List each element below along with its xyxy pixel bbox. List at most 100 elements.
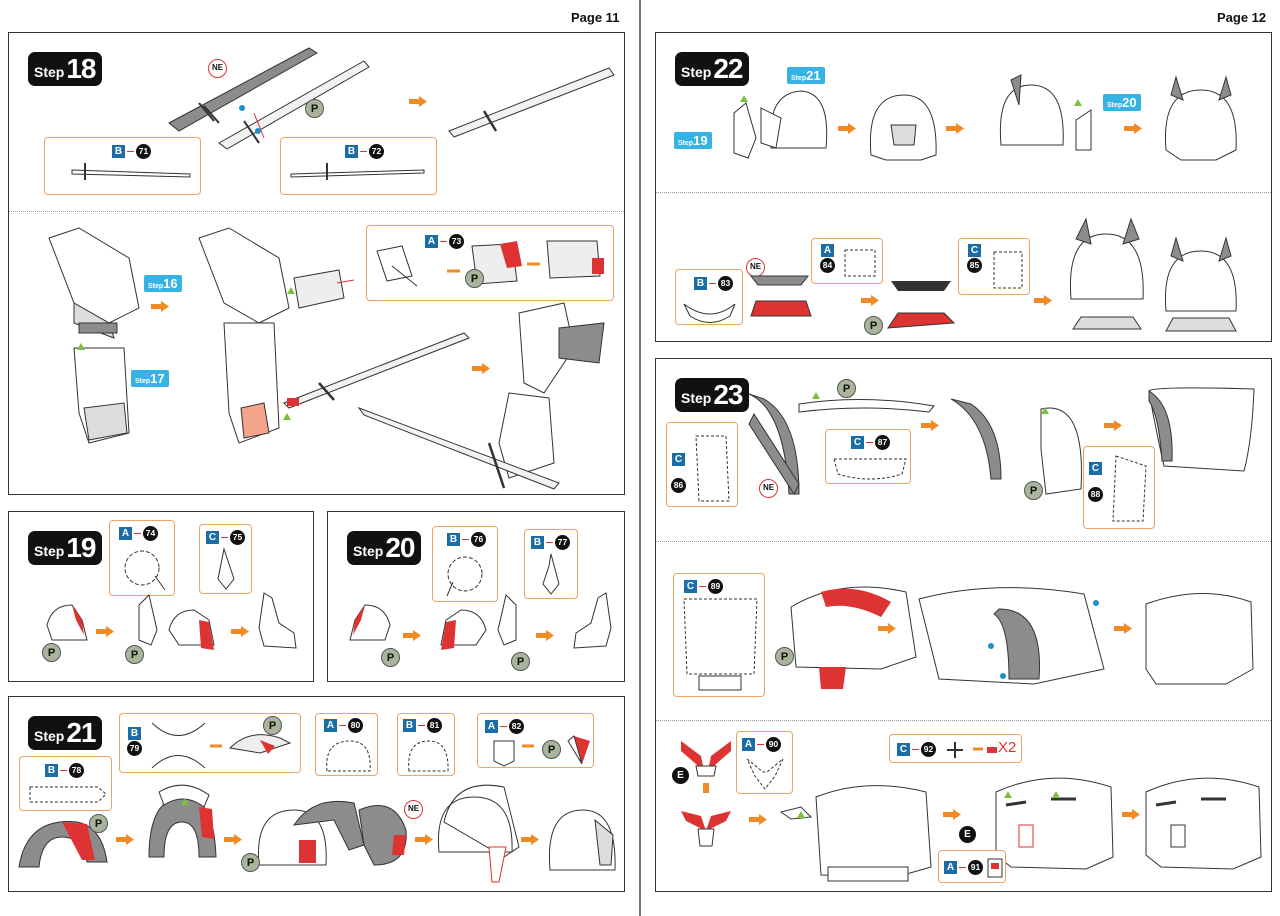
- helmet-part-icon: [947, 742, 997, 758]
- part-number: 72: [369, 144, 384, 159]
- step-label: Step: [678, 140, 694, 147]
- hole-dot-icon: [988, 643, 994, 649]
- step-label: Step: [148, 283, 164, 290]
- helmet-part-icon: [1069, 217, 1144, 330]
- part-number: 84: [820, 258, 835, 273]
- e-badge: E: [959, 826, 976, 843]
- fold-triangle-icon: [740, 95, 748, 102]
- helmet-part-icon: [138, 594, 215, 650]
- helmet-part-icon: [217, 547, 235, 590]
- helmet-part-icon: [869, 94, 937, 161]
- step-label: Step: [681, 63, 712, 80]
- fold-triangle-icon: [1074, 99, 1082, 106]
- p-badge: P: [837, 379, 856, 398]
- helmet-part-icon: [548, 809, 616, 871]
- section-separator: [656, 541, 1271, 542]
- sheet-letter: A: [742, 738, 755, 751]
- step-arrow-icon: [878, 623, 896, 634]
- step-label: Step: [353, 542, 384, 559]
- part-number: 88: [1088, 487, 1103, 502]
- torso-part-icon: [683, 598, 758, 691]
- ne-badge: NE: [404, 800, 423, 819]
- step-number: 22: [713, 53, 743, 84]
- sheet-letter: A: [485, 720, 498, 733]
- sheet-letter: B: [694, 277, 707, 290]
- helmet-part-icon: [440, 594, 517, 650]
- step-label: Step: [34, 542, 65, 559]
- part-number: 89: [708, 579, 723, 594]
- helmet-part-icon: [746, 758, 784, 790]
- step-arrow-icon: [861, 295, 879, 306]
- sheet-letter: B: [112, 145, 125, 158]
- p-badge: P: [125, 645, 144, 664]
- sword-part-icon: [283, 332, 470, 409]
- torso-part-icon: [790, 586, 917, 689]
- sheet-letter: B: [45, 764, 58, 777]
- helmet-part-icon: [124, 550, 166, 591]
- part-number: 74: [143, 526, 158, 541]
- sheet-letter: B: [345, 145, 358, 158]
- torso-part-icon: [695, 435, 730, 502]
- p-badge: P: [381, 648, 400, 667]
- step-ref-17: Step17: [131, 370, 169, 387]
- fold-triangle-icon: [181, 798, 189, 805]
- quantity-x2: X2: [998, 739, 1017, 756]
- step-label: Step: [681, 389, 712, 406]
- part-number: 73: [449, 234, 464, 249]
- part-number: 87: [875, 435, 890, 450]
- sheet-letter: B: [531, 536, 544, 549]
- step-number: 16: [163, 276, 178, 291]
- helmet-part-icon: [1164, 236, 1237, 332]
- step-arrow-icon: [231, 626, 249, 637]
- helmet-part-icon: [749, 275, 812, 317]
- hole-dot-icon: [1093, 600, 1099, 606]
- hole-dot-icon: [1000, 673, 1006, 679]
- helmet-part-icon: [29, 786, 107, 803]
- leg-part-icon: [376, 240, 604, 287]
- part-number: 78: [69, 763, 84, 778]
- fold-triangle-icon: [283, 413, 291, 420]
- step-number: 19: [66, 532, 96, 563]
- sheet-letter: C: [206, 531, 219, 544]
- hole-dot-icon: [255, 128, 261, 134]
- leg-part-icon: [357, 302, 605, 490]
- part-number: 91: [968, 860, 983, 875]
- page-number-right: Page 12: [1217, 10, 1267, 25]
- sword-part-icon: [71, 163, 191, 180]
- helmet-part-icon: [349, 604, 391, 641]
- fold-triangle-icon: [287, 287, 295, 294]
- leg-part-icon: [198, 227, 355, 444]
- sheet-letter: C: [897, 743, 910, 756]
- step-arrow-icon: [415, 834, 433, 845]
- torso-part-icon: [918, 587, 1105, 685]
- torso-part-icon: [995, 777, 1114, 870]
- step-arrow-icon: [96, 626, 114, 637]
- step-number: 20: [385, 532, 415, 563]
- step-number: 21: [66, 717, 96, 748]
- step-arrow-icon: [1124, 123, 1142, 134]
- step-arrow-icon: [749, 814, 767, 825]
- part-number: 85: [967, 258, 982, 273]
- step-arrow-icon: [1034, 295, 1052, 306]
- part-number: 79: [127, 741, 142, 756]
- step-ref-19: Step19: [674, 132, 712, 149]
